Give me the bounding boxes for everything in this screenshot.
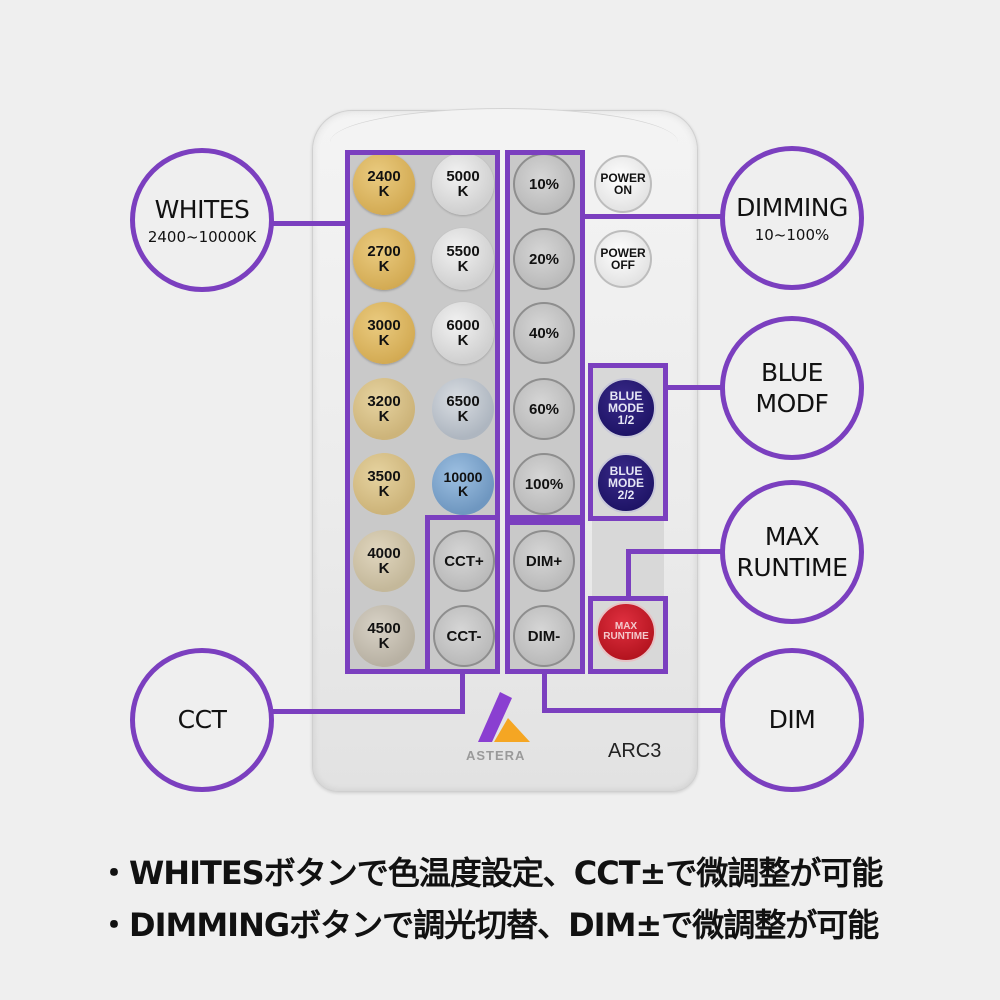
note-dimming: ・DIMMINGボタンで調光切替、DIM±で微調整が可能 bbox=[98, 906, 879, 944]
cct-plus-button[interactable]: CCT+ bbox=[433, 530, 495, 592]
max-runtime-connector-v bbox=[626, 549, 631, 599]
dimming-40-button[interactable]: 40% bbox=[513, 302, 575, 364]
callout-dim-title: DIM bbox=[768, 705, 816, 735]
cct-frame bbox=[425, 515, 500, 674]
dimming-20-button[interactable]: 20% bbox=[513, 228, 575, 290]
dimming-frame bbox=[505, 150, 585, 520]
dim-minus-button[interactable]: DIM- bbox=[513, 605, 575, 667]
dim-connector-h bbox=[542, 708, 726, 713]
callout-max-runtime-line2: RUNTIME bbox=[736, 553, 848, 582]
max-runtime-connector-h bbox=[626, 549, 726, 554]
callout-whites: WHITES 2400~10000K bbox=[130, 148, 274, 292]
logo-purple-shape bbox=[478, 692, 512, 742]
whites-frame-upper bbox=[345, 150, 500, 520]
dim-plus-button[interactable]: DIM+ bbox=[513, 530, 575, 592]
whites-connector bbox=[264, 221, 346, 226]
callout-dimming-title: DIMMING bbox=[736, 193, 848, 223]
dim-frame bbox=[505, 520, 585, 674]
callout-blue-mode-line1: BLUE bbox=[761, 357, 823, 387]
callout-whites-sub: 2400~10000K bbox=[147, 227, 257, 246]
dim-connector-v bbox=[542, 672, 547, 713]
max-runtime-frame bbox=[588, 596, 668, 674]
callout-dimming-sub: 10~100% bbox=[754, 225, 830, 244]
callout-cct-title: CCT bbox=[177, 705, 227, 735]
cct-connector-v bbox=[460, 672, 465, 714]
callout-dimming: DIMMING 10~100% bbox=[720, 146, 864, 290]
callout-blue-mode-line2: MODF bbox=[755, 389, 829, 418]
callout-max-runtime: MAX RUNTIME bbox=[720, 480, 864, 624]
note-whites: ・WHITESボタンで色温度設定、CCT±で微調整が可能 bbox=[98, 854, 883, 892]
model-label: ARC3 bbox=[608, 740, 662, 762]
logo-orange-shape bbox=[494, 718, 530, 742]
blue-mode-connector bbox=[664, 385, 726, 390]
callout-max-runtime-line1: MAX bbox=[764, 521, 820, 551]
brand-name: ASTERA bbox=[466, 748, 526, 763]
cct-minus-button[interactable]: CCT- bbox=[433, 605, 495, 667]
astera-logo-icon bbox=[478, 692, 530, 742]
cct-connector-h bbox=[262, 709, 465, 714]
dimming-60-button[interactable]: 60% bbox=[513, 378, 575, 440]
callout-whites-title: WHITES bbox=[154, 195, 250, 225]
callout-blue-mode: BLUE MODF bbox=[720, 316, 864, 460]
blue-mode-frame bbox=[588, 363, 668, 521]
callout-cct: CCT bbox=[130, 648, 274, 792]
dimming-100-button[interactable]: 100% bbox=[513, 453, 575, 515]
callout-dim: DIM bbox=[720, 648, 864, 792]
dimming-connector bbox=[580, 214, 725, 219]
